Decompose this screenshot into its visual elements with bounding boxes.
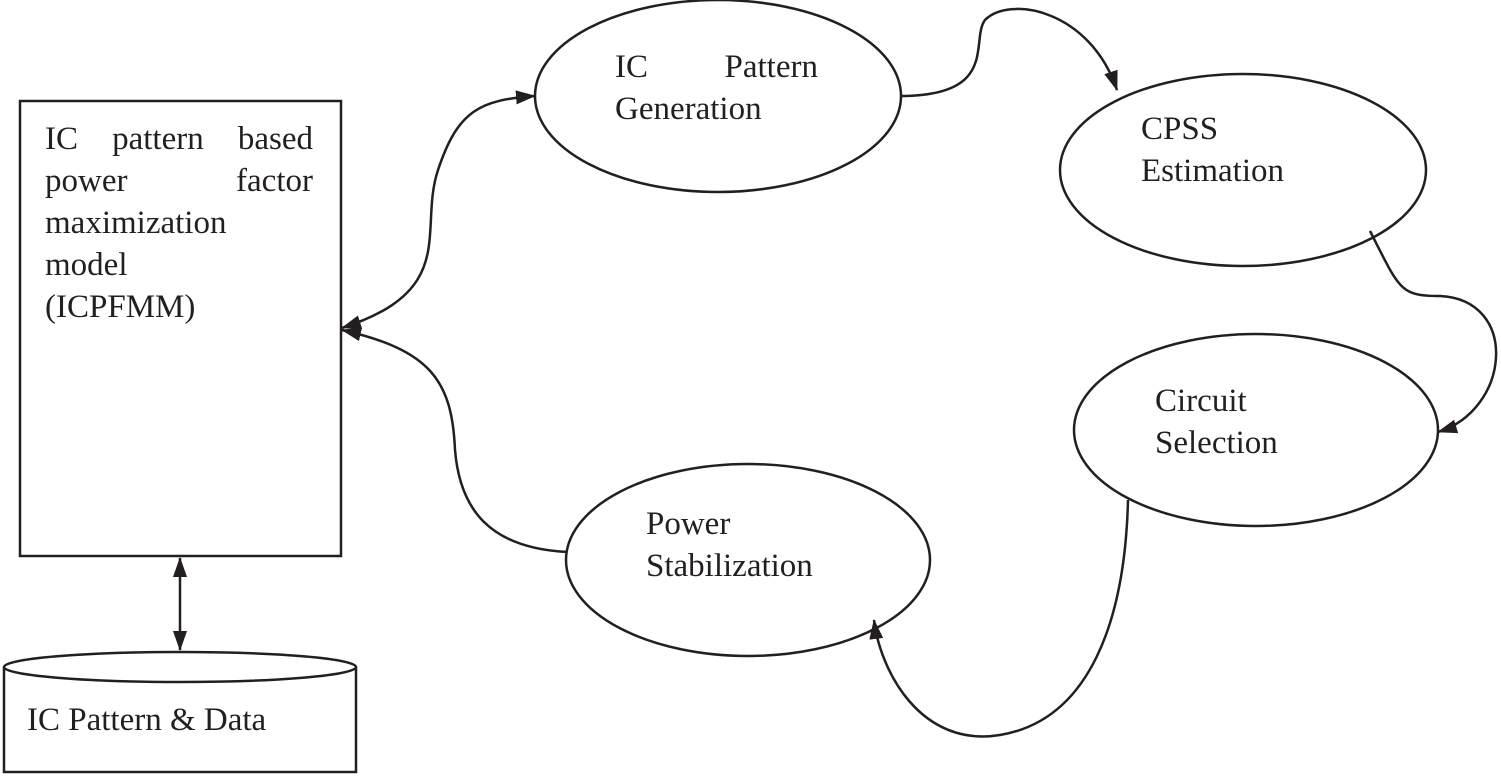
power-stabilization-label-1: Power <box>646 506 731 542</box>
cpss-estimation-node <box>1058 72 1428 268</box>
pattern-generation-label-2: Generation <box>615 91 762 127</box>
circuit-to-power-arrow <box>869 499 1130 738</box>
model-box-line-3: maximization <box>45 205 227 241</box>
cpss-to-circuit-arrow <box>1368 230 1498 434</box>
database-cylinder <box>2 650 358 774</box>
circuit-selection-label-2: Selection <box>1155 425 1278 461</box>
model-box-line-4: model <box>45 247 128 283</box>
power-to-box-arrow <box>341 327 568 554</box>
model-box-line-2: power factor <box>45 163 313 199</box>
model-box <box>18 99 343 558</box>
model-box-line-1: IC pattern based <box>45 121 313 157</box>
generation-to-cpss-arrow <box>899 7 1119 98</box>
model-box-line-5: (ICPFMM) <box>45 289 196 325</box>
model-box-text: IC pattern based power factor maximizati… <box>45 118 313 328</box>
power-stabilization-label-2: Stabilization <box>646 548 813 584</box>
box-to-generation-arrow <box>341 90 536 330</box>
pattern-generation-label-1: IC Pattern <box>615 49 818 85</box>
database-label: IC Pattern & Data <box>27 702 267 738</box>
cpss-estimation-label-1: CPSS <box>1141 111 1219 147</box>
circuit-selection-label-1: Circuit <box>1155 383 1247 419</box>
cpss-estimation-label-2: Estimation <box>1141 153 1284 189</box>
power-stabilization-node <box>564 462 932 658</box>
